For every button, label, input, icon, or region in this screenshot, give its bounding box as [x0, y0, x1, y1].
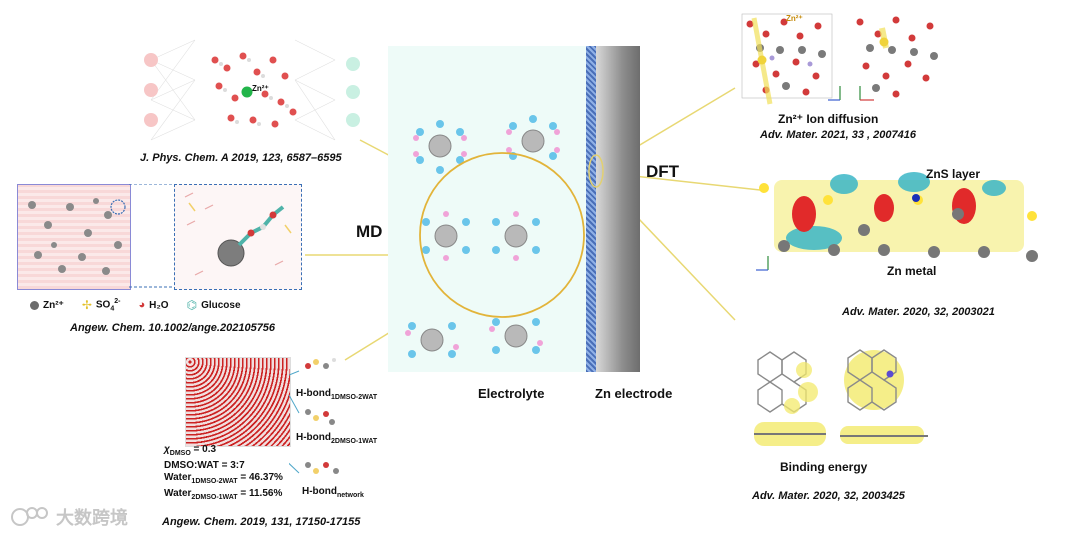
zoom-circle [419, 152, 585, 318]
solvated-ion-1 [413, 120, 467, 174]
zn-metal-label: Zn metal [887, 264, 937, 278]
axis-indicator-right [859, 86, 874, 101]
electrolyte-label: Electrolyte [478, 386, 545, 401]
citation-top-left: J. Phys. Chem. A 2019, 123, 6587–6595 [140, 152, 342, 164]
neural-network-panel [144, 39, 360, 141]
output-node [346, 113, 360, 127]
dmso-water-snapshot [185, 357, 291, 447]
zoomed-view-box [174, 184, 302, 290]
glucose-icon: ⌬ [186, 298, 198, 313]
md-simulation-box [17, 184, 131, 290]
hbond-label-1: H-bond1DMSO-2WAT [296, 388, 378, 401]
water-cluster [211, 52, 297, 128]
crystal-left [741, 13, 833, 105]
electrode-surface [586, 46, 596, 372]
solvated-ion-5 [405, 322, 459, 358]
legend-h2o: ◕ H₂O [138, 299, 169, 312]
zn-ion-marker [241, 86, 253, 98]
electrolyte-region [388, 46, 588, 372]
citation-top-right: Adv. Mater. 2021, 33 , 2007416 [760, 129, 916, 141]
output-node [346, 85, 360, 99]
citation-mid-right: Adv. Mater. 2020, 32, 2003021 [842, 306, 995, 318]
input-node [144, 53, 158, 67]
crystal-ion-label: Zn²⁺ [786, 14, 803, 23]
zn-ion-label: Zn²⁺ [252, 84, 269, 93]
solvated-ion-3 [422, 211, 470, 261]
crystal-structures [741, 13, 938, 105]
output-node [346, 57, 360, 71]
md-label: MD [356, 222, 383, 241]
zoomed-molecules [184, 192, 292, 276]
electrode-label: Zn electrode [595, 386, 673, 401]
citation-bottom-left: Angew. Chem. 2019, 131, 17150-17155 [162, 516, 361, 528]
hbond-callout-lines [289, 370, 300, 474]
legend-so4: ✢ SO42- [81, 298, 121, 313]
electrode-zoom-ellipse [588, 154, 604, 188]
input-node [144, 113, 158, 127]
solvated-ion-4 [492, 211, 540, 261]
axis-indicator-mid [756, 256, 769, 271]
hbond-structure-2 [305, 409, 335, 425]
stat-ratio: DMSO:WAT = 3:7 [164, 460, 245, 471]
binding-energy-panel [754, 349, 928, 446]
stat-chi: χDMSO = 0.3 [164, 444, 217, 457]
stat-water-2: Water2DMSO-1WAT = 11.56% [164, 488, 283, 501]
water-icon: ◕ [138, 299, 146, 312]
binding-energy-caption: Binding energy [780, 460, 868, 474]
electrolyte-molecules [405, 115, 604, 358]
solvated-ion-2 [506, 115, 560, 160]
hbond-label-network: H-bondnetwork [302, 486, 364, 499]
zns-layer-label: ZnS layer [926, 167, 981, 181]
zn-sphere-icon [30, 300, 39, 310]
electrode-body [596, 46, 640, 372]
dft-label: DFT [646, 162, 680, 181]
hbond-structure-1 [305, 358, 336, 369]
species-legend: Zn²⁺ ✢ SO42- ◕ H₂O ⌬ Glucose [30, 298, 241, 312]
composition-stats: χDMSO = 0.3 DMSO:WAT = 3:7 Water1DMSO-2W… [164, 444, 283, 504]
solvated-ion-6 [489, 318, 543, 354]
citation-bottom-right: Adv. Mater. 2020, 32, 2003425 [752, 490, 905, 502]
input-node [144, 83, 158, 97]
crystal-right [856, 16, 938, 98]
structure-left [754, 351, 826, 446]
watermark: 大数跨境 [10, 504, 128, 530]
axis-indicator-left [828, 86, 841, 101]
stat-water-1: Water1DMSO-2WAT = 46.37% [164, 472, 283, 485]
citation-mid-left: Angew. Chem. 10.1002/ange.202105756 [70, 322, 276, 334]
watermark-logo-icon [11, 507, 48, 526]
legend-zn: Zn²⁺ [30, 300, 64, 311]
watermark-text: 大数跨境 [56, 508, 128, 529]
zoom-guide-lines [129, 184, 174, 288]
structure-right [840, 349, 928, 444]
ion-diffusion-caption: Zn²⁺ Ion diffusion [778, 112, 879, 126]
hbond-label-2: H-bond2DMSO-1WAT [296, 432, 378, 445]
legend-glucose: ⌬ Glucose [186, 298, 241, 313]
hbond-structure-3 [305, 462, 339, 474]
simulation-particles [28, 198, 126, 275]
sulfate-icon: ✢ [81, 298, 92, 313]
charge-density-panel [756, 172, 1038, 271]
